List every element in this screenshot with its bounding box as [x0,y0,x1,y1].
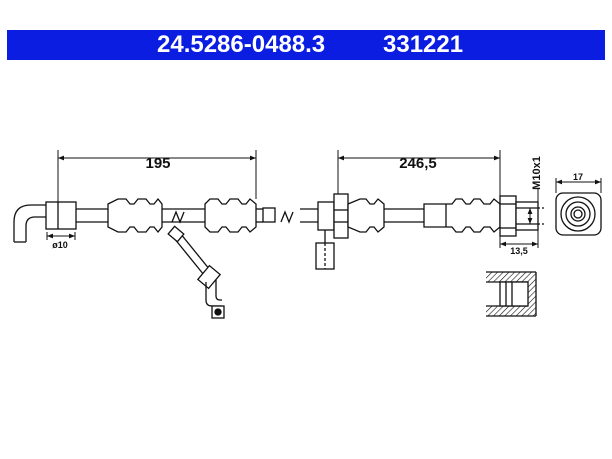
dim-thread-length: 13,5 [510,246,528,256]
right-banjo-fitting [499,195,544,237]
break-symbol-left [171,210,185,224]
dim-fitting-diameter: ø10 [52,240,68,250]
fitting-end-view [555,192,602,236]
connector-detail [167,225,225,319]
title-banner: 24.5286-0488.3 331221 [7,30,605,60]
dim-hex-width: 17 [573,172,583,182]
left-hose-body [76,197,276,234]
part-number: 24.5286-0488.3 [157,31,326,58]
mounting-bracket [315,193,349,270]
article-number: 331221 [383,31,464,58]
right-hose-body [300,198,501,233]
dim-thread-spec: M10x1 [531,156,543,190]
dimension-lines [46,150,602,248]
left-elbow-fitting [13,201,77,243]
dim-length-right: 246,5 [399,155,437,172]
thread-section-view [486,271,537,317]
break-symbol-right [280,210,294,224]
dim-length-left: 195 [145,155,170,172]
